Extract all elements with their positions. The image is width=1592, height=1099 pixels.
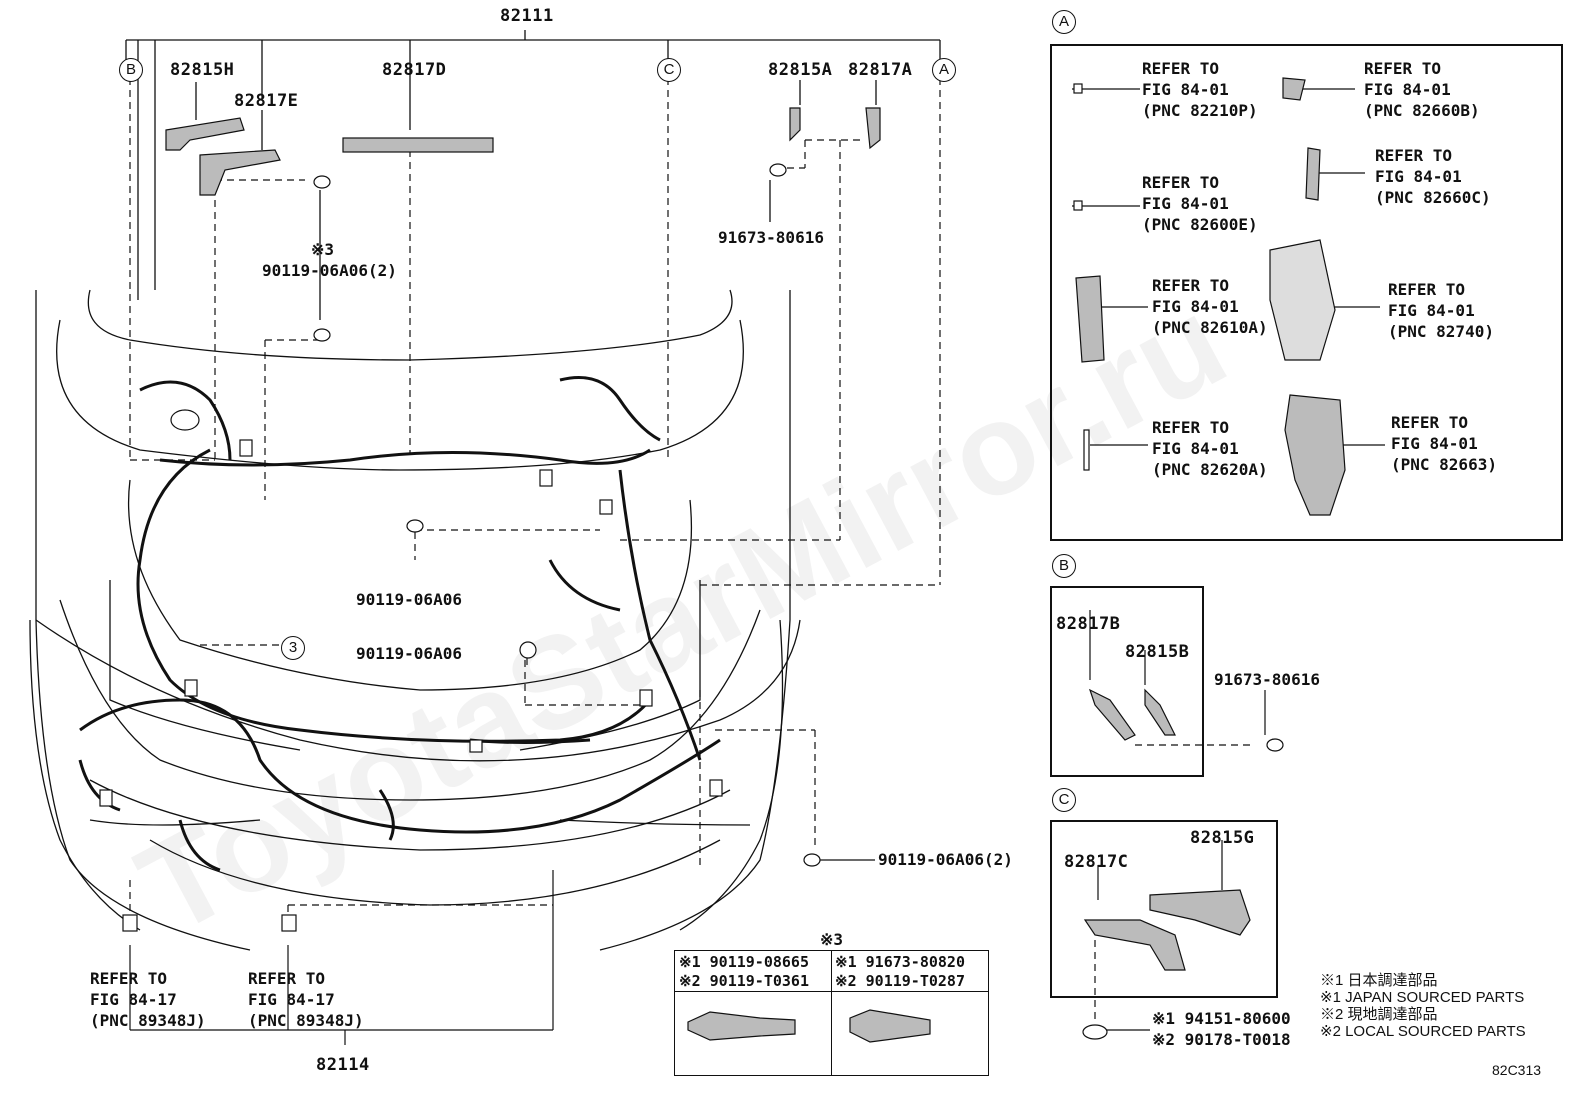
part-82817E-label: 82817E (234, 91, 299, 111)
part-82815G-label: 82815G (1190, 828, 1255, 848)
part-82114-label: 82114 (316, 1055, 370, 1075)
part-82815H-label: 82815H (170, 60, 235, 80)
part-90119-06A06-2-label: 90119-06A06(2) (262, 261, 397, 280)
part-90178-T0018-label: ※2 90178-T0018 (1152, 1030, 1291, 1049)
part-90119-06A06-label-1: 90119-06A06 (356, 590, 462, 609)
panel-a-callout: A (1052, 10, 1076, 34)
part-82817A-label: 82817A (848, 60, 913, 80)
part-94151-80600-label: ※1 94151-80600 (1152, 1009, 1291, 1028)
fastener-table: ※1 90119-08665※2 90119-T0361 ※1 91673-80… (674, 950, 989, 1076)
part-82815A-label: 82815A (768, 60, 833, 80)
fastener-c1r1: ※1 90119-08665 (679, 953, 809, 971)
part-90119-06A06-2-bottom-label: 90119-06A06(2) (878, 850, 1013, 869)
part-91673-80616-label: 91673-80616 (718, 228, 824, 247)
part-82817C-label: 82817C (1064, 852, 1129, 872)
callout-3-circle: 3 (281, 636, 305, 660)
callout-a-circle: A (932, 58, 956, 82)
part-91673-80616-panel-b-label: 91673-80616 (1214, 670, 1320, 689)
callout-c-circle: C (657, 58, 681, 82)
panel-a-frame (1050, 44, 1563, 541)
part-82817D-label: 82817D (382, 60, 447, 80)
callout-b-circle: B (119, 58, 143, 82)
panel-c-callout: C (1052, 788, 1076, 812)
panel-b-callout: B (1052, 554, 1076, 578)
sourcing-legend: ※1 日本調達部品※1 JAPAN SOURCED PARTS※2 現地調達部品… (1320, 972, 1526, 1040)
note-3-table-header: ※3 (820, 930, 844, 949)
diagram-code: 82C313 (1492, 1062, 1542, 1078)
part-82815B-label: 82815B (1125, 642, 1190, 662)
fastener-c2r1: ※1 91673-80820 (835, 953, 965, 971)
panel-b-frame (1050, 586, 1204, 777)
note-3-marker: ※3 (311, 240, 335, 259)
part-82817B-label: 82817B (1056, 614, 1121, 634)
fastener-c2r2: ※2 90119-T0287 (835, 972, 965, 990)
panel-c-frame (1050, 820, 1278, 998)
fastener-c1r2: ※2 90119-T0361 (679, 972, 809, 990)
part-90119-06A06-label-2: 90119-06A06 (356, 644, 462, 663)
part-82111-label: 82111 (500, 6, 554, 26)
